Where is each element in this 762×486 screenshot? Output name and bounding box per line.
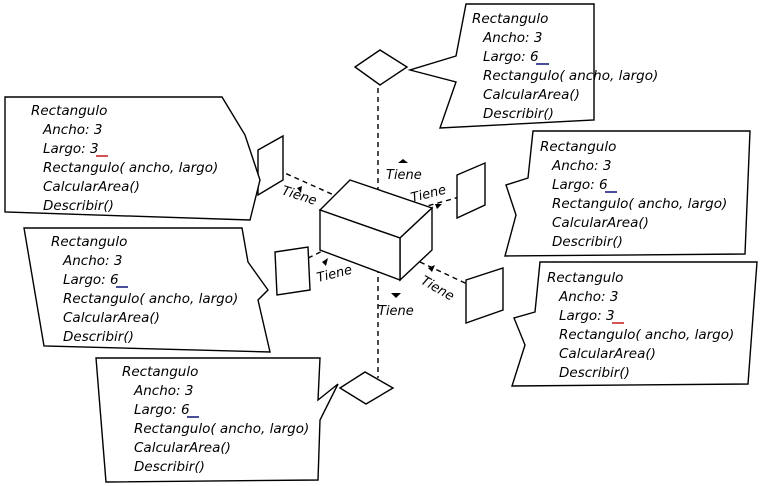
relation-label-left-lower: Tiene [315,263,353,286]
attr-largo-value: 6 [181,402,190,418]
attr-ancho-value: 3 [610,289,619,305]
method-describir: Describir() [552,234,623,250]
relation-label-top: Tiene [386,168,422,183]
attr-largo-label: Largo: [134,402,177,418]
method-calcular-area: CalcularArea() [134,440,231,456]
plane-left-lower [274,246,311,296]
class-name: Rectangulo [547,270,623,286]
plane-right-lower [465,267,504,324]
method-calcular-area: CalcularArea() [552,215,649,231]
method-calcular-area: CalcularArea() [483,87,580,103]
constructor: Rectangulo( ancho, largo) [559,327,734,343]
attr-largo-label: Largo: [552,177,595,193]
constructor: Rectangulo( ancho, largo) [483,68,658,84]
constructor: Rectangulo( ancho, largo) [43,160,218,176]
arrow-right-upper-icon [435,204,442,209]
method-calcular-area: CalcularArea() [559,346,656,362]
method-describir: Describir() [134,459,205,475]
attr-largo-label: Largo: [63,272,106,288]
method-calcular-area: CalcularArea() [43,179,140,195]
plane-top [353,49,409,86]
constructor: Rectangulo( ancho, largo) [134,421,309,437]
attr-ancho: Ancho: 3 [482,30,542,46]
attr-ancho-value: 3 [94,122,103,138]
attr-ancho: Ancho: 3 [133,383,193,399]
attr-ancho-label: Ancho: [62,253,110,269]
arrow-right-lower-icon [428,265,435,272]
class-name: Rectangulo [51,234,127,250]
attr-ancho-label: Ancho: [551,158,599,174]
attr-ancho: Ancho: 3 [62,253,122,269]
attr-largo-value: 3 [606,308,615,324]
class-card-bottom: Rectangulo Ancho: 3 Largo: 6 Rectangulo(… [95,357,339,483]
attr-largo-value: 3 [90,141,99,157]
method-describir: Describir() [559,365,630,381]
class-name: Rectangulo [31,103,107,119]
attr-largo: Largo: 6 [552,177,608,193]
attr-ancho: Ancho: 3 [551,158,611,174]
attr-ancho-label: Ancho: [133,383,181,399]
constructor: Rectangulo( ancho, largo) [63,291,238,307]
class-card-right-lower: Rectangulo Ancho: 3 Largo: 3 Rectangulo(… [511,261,758,387]
attr-ancho: Ancho: 3 [558,289,618,305]
class-card-right-upper: Rectangulo Ancho: 3 Largo: 6 Rectangulo(… [504,130,751,257]
attr-ancho-value: 3 [185,383,194,399]
plane-bottom [338,371,395,405]
plane-left-upper [257,134,284,197]
class-card-top-right: Rectangulo Ancho: 3 Largo: 6 Rectangulo(… [407,3,658,129]
class-card-left-upper: Rectangulo Ancho: 3 Largo: 3 Rectangulo(… [4,96,261,221]
relation-label-bottom: Tiene [378,304,414,319]
class-name: Rectangulo [540,139,616,155]
connector-left-upper [277,169,346,201]
attr-largo: Largo: 3 [559,308,615,324]
attr-largo-value: 6 [530,49,539,65]
attr-largo-value: 6 [110,272,119,288]
method-describir: Describir() [43,198,114,214]
arrow-left-upper-icon [297,186,302,193]
attr-largo: Largo: 6 [63,272,119,288]
method-calcular-area: CalcularArea() [63,310,160,326]
attr-largo: Largo: 6 [483,49,539,65]
attr-largo-label: Largo: [559,308,602,324]
attr-largo: Largo: 6 [134,402,190,418]
method-describir: Describir() [483,106,554,122]
attr-largo: Largo: 3 [43,141,99,157]
attr-largo-value: 6 [599,177,608,193]
connector-right-upper [419,195,464,209]
constructor: Rectangulo( ancho, largo) [552,196,727,212]
class-card-left-lower: Rectangulo Ancho: 3 Largo: 6 Rectangulo(… [23,227,271,353]
arrow-up-icon [398,159,408,163]
attr-ancho-label: Ancho: [482,30,530,46]
arrow-left-lower-icon [322,258,328,266]
attr-ancho-label: Ancho: [42,122,90,138]
method-describir: Describir() [63,329,134,345]
attr-largo-label: Largo: [483,49,526,65]
class-name: Rectangulo [122,364,198,380]
arrow-down-icon [391,293,401,298]
class-name: Rectangulo [472,11,548,27]
attr-ancho-value: 3 [603,158,612,174]
attr-ancho-value: 3 [534,30,543,46]
attr-ancho-label: Ancho: [558,289,606,305]
relation-label-right-lower: Tiene [418,273,457,304]
plane-right-upper [456,161,486,220]
central-object-box [318,179,434,282]
attr-ancho: Ancho: 3 [42,122,102,138]
attr-ancho-value: 3 [114,253,123,269]
attr-largo-label: Largo: [43,141,86,157]
